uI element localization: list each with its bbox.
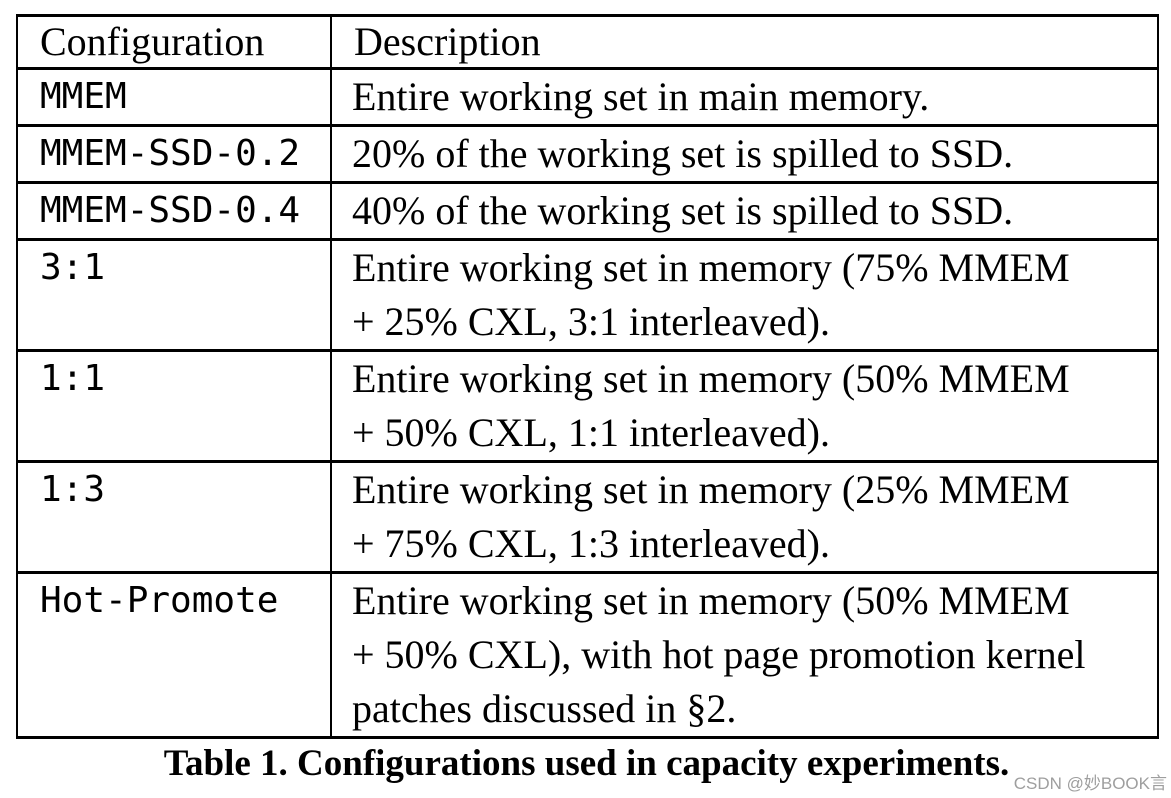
- config-name: Hot-Promote: [16, 571, 332, 739]
- table-row: MMEM Entire working set in main memory.: [16, 67, 1159, 127]
- table-row: 1:1 Entire working set in memory (50% MM…: [16, 349, 1159, 463]
- config-description: Entire working set in main memory.: [330, 67, 1159, 127]
- table-caption: Table 1. Configurations used in capacity…: [163, 743, 1010, 784]
- configurations-table: Configuration Description MMEM Entire wo…: [16, 14, 1159, 739]
- config-description: Entire working set in memory (25% MMEM +…: [330, 460, 1159, 574]
- config-description: 40% of the working set is spilled to SSD…: [330, 181, 1159, 241]
- table-header-row: Configuration Description: [16, 14, 1159, 70]
- config-description: 20% of the working set is spilled to SSD…: [330, 124, 1159, 184]
- column-header-configuration: Configuration: [16, 14, 332, 70]
- table-row: 3:1 Entire working set in memory (75% MM…: [16, 238, 1159, 352]
- table-row: Hot-Promote Entire working set in memory…: [16, 571, 1159, 739]
- config-description: Entire working set in memory (50% MMEM +…: [330, 349, 1159, 463]
- config-name: MMEM: [16, 67, 332, 127]
- config-name: 1:1: [16, 349, 332, 463]
- csdn-watermark: CSDN @妙BOOK言: [1013, 774, 1167, 793]
- config-name: 3:1: [16, 238, 332, 352]
- table-row: MMEM-SSD-0.4 40% of the working set is s…: [16, 181, 1159, 241]
- column-header-description: Description: [330, 14, 1159, 70]
- table-row: 1:3 Entire working set in memory (25% MM…: [16, 460, 1159, 574]
- config-name: 1:3: [16, 460, 332, 574]
- table-row: MMEM-SSD-0.2 20% of the working set is s…: [16, 124, 1159, 184]
- config-description: Entire working set in memory (75% MMEM +…: [330, 238, 1159, 352]
- config-name: MMEM-SSD-0.2: [16, 124, 332, 184]
- config-name: MMEM-SSD-0.4: [16, 181, 332, 241]
- config-description: Entire working set in memory (50% MMEM +…: [330, 571, 1159, 739]
